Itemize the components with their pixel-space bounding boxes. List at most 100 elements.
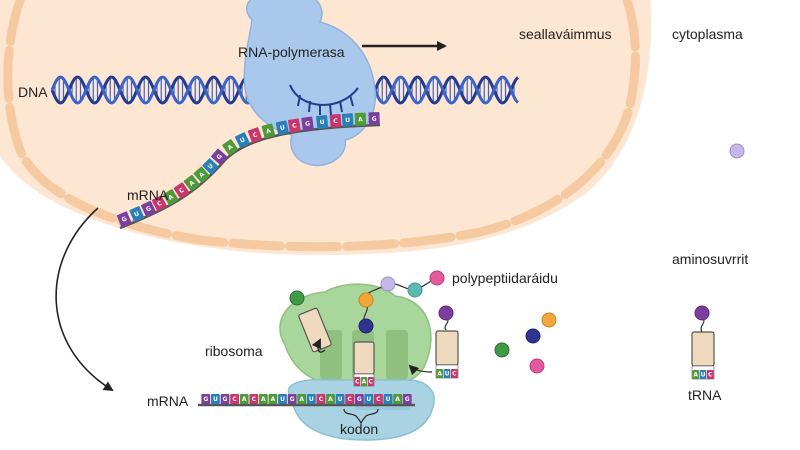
amino-acid-pink-chain — [429, 270, 445, 286]
nucleotide-G: G — [220, 394, 230, 404]
anticodon-U: U — [699, 370, 707, 379]
amino-acid-purple-trna — [694, 305, 710, 321]
trna-entry-arrow — [408, 364, 433, 376]
trna-label: tRNA — [688, 387, 722, 403]
svg-text:C: C — [347, 396, 352, 403]
svg-text:A: A — [188, 179, 196, 188]
anticodon-C: C — [354, 377, 361, 386]
svg-text:U: U — [213, 396, 218, 403]
nucleotide-A: A — [297, 394, 307, 404]
nucleotide-C: C — [151, 195, 167, 212]
svg-text:G: G — [305, 120, 311, 128]
nucleotide-U: U — [278, 394, 287, 404]
svg-text:C: C — [292, 122, 298, 130]
nucleotide-A: A — [261, 123, 276, 139]
nucleotide-G: G — [354, 394, 364, 404]
amino-acid-teal-chain — [407, 282, 423, 298]
anticodon-C: C — [367, 377, 374, 386]
svg-text:G: G — [215, 153, 224, 161]
svg-text:C: C — [708, 372, 713, 379]
nucleotide-A: A — [183, 174, 200, 192]
nucleotide-G: G — [141, 200, 156, 217]
nucleotide-C: C — [316, 394, 326, 404]
svg-text:G: G — [223, 396, 228, 403]
nucleotide-A: A — [163, 189, 179, 206]
svg-text:C: C — [252, 396, 257, 403]
nucleotide-A: A — [258, 394, 268, 404]
mrna-top-label: mRNA — [127, 187, 169, 203]
nucleotide-U: U — [211, 394, 220, 404]
nucleotide-C: C — [288, 118, 301, 133]
polypeptide-label: polypeptiidaráidu — [452, 270, 558, 286]
svg-text:A: A — [437, 371, 442, 378]
anticodon-U: U — [443, 369, 451, 378]
svg-text:U: U — [445, 371, 450, 378]
svg-text:C: C — [232, 396, 237, 403]
dna-label: DNA — [18, 84, 48, 100]
nucleotide-C: C — [329, 113, 342, 128]
nucleotide-A: A — [393, 394, 402, 404]
anticodon-C: C — [706, 370, 714, 379]
nucleotide-G: G — [402, 394, 412, 404]
nucleotide-C: C — [173, 182, 190, 199]
amino-acid-purple-incoming — [438, 305, 454, 321]
codon-brace — [343, 408, 379, 425]
svg-text:U: U — [133, 210, 140, 218]
anticodon-A: A — [692, 370, 700, 379]
svg-text:C: C — [376, 396, 381, 403]
nuclear-membrane — [3, 0, 640, 252]
amino-acid-green-released — [289, 290, 305, 306]
nucleotide-U: U — [306, 394, 316, 404]
nucleotide-A: A — [222, 139, 239, 156]
svg-text:U: U — [319, 119, 325, 126]
nucleotide-U: U — [335, 394, 345, 404]
svg-text:A: A — [395, 396, 400, 403]
svg-text:C: C — [355, 379, 360, 386]
nucleotide-U: U — [275, 120, 289, 136]
svg-text:G: G — [405, 396, 410, 403]
trna-exit-arrow — [311, 338, 326, 353]
nucleotide-C: C — [247, 127, 263, 143]
nucleotide-U: U — [129, 206, 145, 222]
svg-text:A: A — [299, 396, 304, 403]
mrna-bottom-label: mRNA — [147, 393, 189, 409]
nucleotide-G: G — [211, 148, 228, 165]
svg-text:A: A — [242, 396, 247, 403]
svg-text:G: G — [203, 396, 208, 403]
nucleotide-G: G — [301, 116, 314, 131]
nucleotide-G: G — [368, 112, 380, 126]
svg-text:U: U — [207, 162, 215, 170]
nucleotide-U: U — [364, 394, 374, 404]
svg-text:C: C — [178, 186, 186, 195]
codon-label: kodon — [340, 421, 378, 437]
svg-text:C: C — [368, 379, 373, 386]
svg-text:C: C — [319, 396, 324, 403]
amino-acids-label: aminosuvrrit — [672, 251, 748, 267]
trna-leaving — [298, 307, 332, 353]
svg-text:C: C — [252, 131, 259, 139]
svg-text:U: U — [386, 396, 391, 403]
svg-text:A: A — [362, 379, 367, 386]
nucleotide-U: U — [234, 132, 250, 149]
nucleotide-C: C — [374, 394, 383, 404]
nucleotide-U: U — [341, 113, 354, 127]
svg-text:A: A — [261, 396, 266, 403]
svg-text:G: G — [145, 205, 152, 213]
svg-text:C: C — [452, 371, 457, 378]
anticodon-A: A — [436, 369, 444, 378]
nucleotide-U: U — [383, 394, 393, 404]
ribosome-label: ribosoma — [205, 343, 263, 359]
amino-acid-orange-chain — [358, 292, 374, 308]
cytoplasm-label: cytoplasma — [672, 26, 743, 42]
svg-text:A: A — [227, 143, 235, 152]
